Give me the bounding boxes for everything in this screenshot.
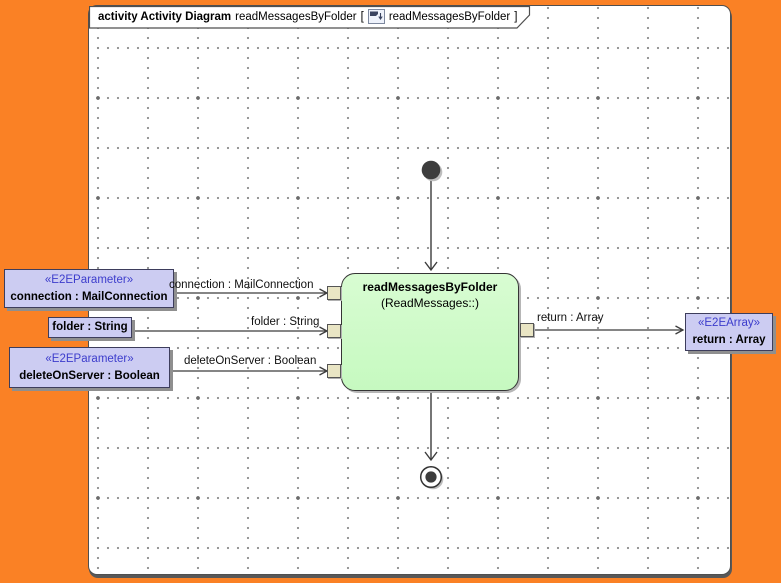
object-flow-return[interactable] xyxy=(534,325,685,335)
parameter-box-folder[interactable]: folder : String xyxy=(48,317,132,338)
result-name: return : Array xyxy=(692,334,766,346)
stereotype-label: «E2EParameter» xyxy=(45,352,134,365)
activity-name: readMessagesByFolder xyxy=(362,280,498,294)
frame-heading: activity Activity Diagram readMessagesBy… xyxy=(98,8,517,25)
result-box-return[interactable]: «E2EArray» return : Array xyxy=(685,313,773,351)
bracket-close: ] xyxy=(514,10,518,23)
object-flow-folder[interactable] xyxy=(131,326,329,336)
control-flow-activity-to-final[interactable] xyxy=(424,393,438,462)
stereotype-label: «E2EParameter» xyxy=(44,273,134,286)
diagram-kind-label: activity Activity Diagram xyxy=(98,10,232,23)
object-flow-deleteonserver[interactable] xyxy=(169,366,329,376)
diagram-name-label: readMessagesByFolder xyxy=(235,10,357,23)
input-pin-connection[interactable] xyxy=(327,286,341,300)
diagram-canvas[interactable] xyxy=(88,5,731,575)
activity-final-node[interactable] xyxy=(419,465,444,490)
edge-label-return[interactable]: return : Array xyxy=(537,312,604,324)
input-pin-folder[interactable] xyxy=(327,324,341,338)
parameter-box-connection[interactable]: «E2EParameter» connection : MailConnecti… xyxy=(4,269,174,308)
edge-label-connection[interactable]: connection : MailConnection xyxy=(169,279,314,291)
activity-node[interactable]: readMessagesByFolder (ReadMessages::) xyxy=(341,273,519,391)
stereotype-label: «E2EArray» xyxy=(697,317,760,329)
initial-node[interactable] xyxy=(421,160,443,182)
output-pin-return[interactable] xyxy=(520,323,534,337)
bracket-open: [ xyxy=(360,10,364,23)
parameter-name: folder : String xyxy=(52,321,128,333)
activity-diagram-icon xyxy=(367,9,385,24)
activity-namespace: (ReadMessages::) xyxy=(380,296,480,310)
control-flow-initial-to-activity[interactable] xyxy=(424,179,438,272)
edge-label-deleteonserver[interactable]: deleteOnServer : Boolean xyxy=(184,355,317,367)
parameter-name: connection : MailConnection xyxy=(10,290,168,303)
input-pin-deleteonserver[interactable] xyxy=(327,364,341,378)
frame-heading-tab[interactable] xyxy=(89,6,532,30)
parameter-name: deleteOnServer : Boolean xyxy=(19,369,160,382)
context-name-label: readMessagesByFolder xyxy=(388,10,511,23)
edge-label-folder[interactable]: folder : String xyxy=(251,316,320,328)
parameter-box-deleteonserver[interactable]: «E2EParameter» deleteOnServer : Boolean xyxy=(9,347,170,388)
